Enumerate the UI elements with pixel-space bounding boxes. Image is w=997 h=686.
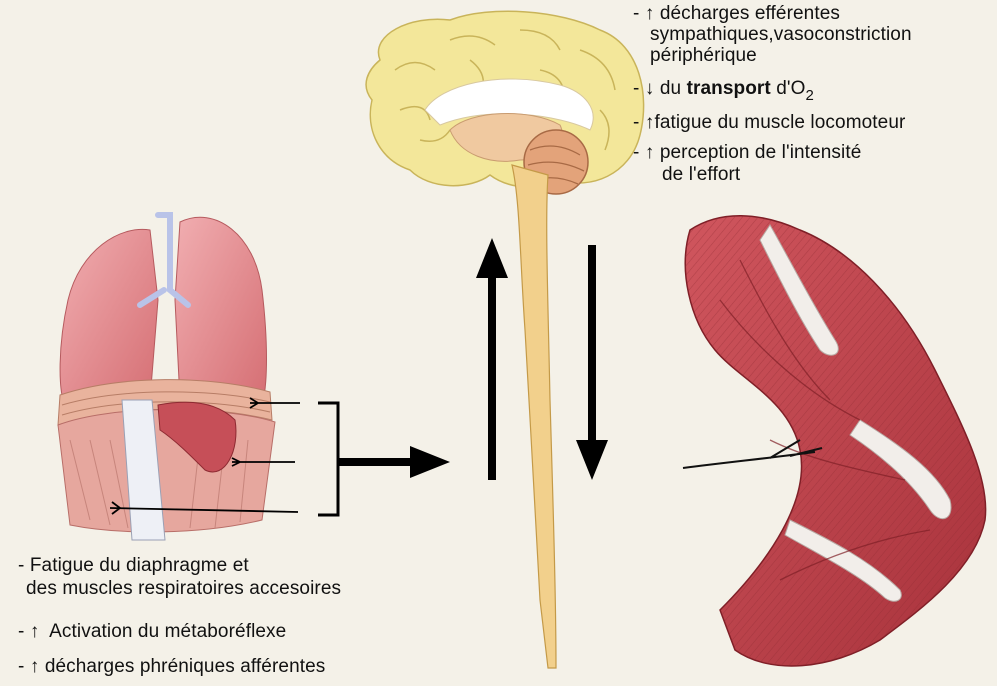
left-item-3: - ↑ décharges phréniques afférentes <box>18 656 325 677</box>
left-item-1-line2: des muscles respiratoires accesoires <box>26 578 341 599</box>
right-lung <box>175 217 267 405</box>
down-arrow-icon: ↓ <box>645 78 655 99</box>
right-item-1-line2: sympathiques,vasoconstriction <box>650 24 912 45</box>
up-arrow-icon: ↑ <box>30 621 40 642</box>
right-item-4: - ↑ perception de l'intensité <box>633 142 861 163</box>
right-item-1: - ↑ décharges efférentes <box>633 3 840 24</box>
afferent-arrow <box>338 446 450 478</box>
brain-illustration <box>366 11 644 194</box>
right-item-4-line2: de l'effort <box>662 164 740 185</box>
up-arrow-icon: ↑ <box>645 112 655 133</box>
left-lung <box>60 229 158 405</box>
up-arrow-icon: ↑ <box>30 656 40 677</box>
left-item-1: - Fatigue du diaphragme et <box>18 555 249 576</box>
spinal-cord <box>512 165 556 668</box>
ascending-arrow <box>476 238 508 480</box>
lungs-illustration <box>58 215 275 540</box>
descending-arrow <box>576 245 608 480</box>
leg-muscles-illustration <box>685 216 985 666</box>
right-item-3: - ↑fatigue du muscle locomoteur <box>633 112 905 133</box>
up-arrow-icon: ↑ <box>645 142 655 163</box>
right-item-1-line3: périphérique <box>650 45 757 66</box>
left-item-2: - ↑ Activation du métaboréflexe <box>18 621 286 642</box>
up-arrow-icon: ↑ <box>645 3 655 24</box>
right-item-2: - ↓ du transport d'O2 <box>633 78 814 99</box>
bracket <box>318 403 338 515</box>
